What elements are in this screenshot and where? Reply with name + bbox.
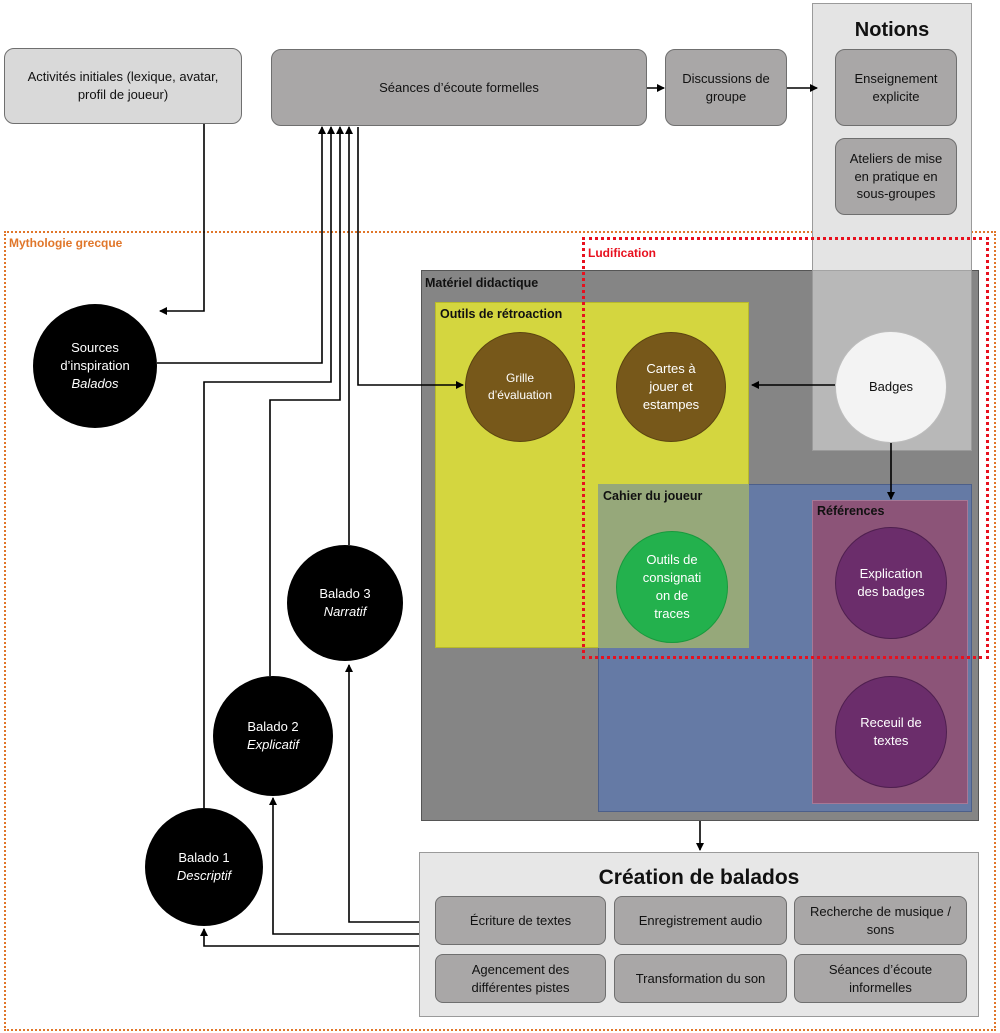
outils-line3: on de (655, 588, 689, 603)
balado-1-circle: Balado 1 Descriptif (145, 808, 263, 926)
grille-line2: d’évaluation (487, 388, 553, 402)
outils-line2: consignati (642, 569, 702, 585)
receuil-textes-circle: Receuil de textes (835, 676, 947, 788)
outils-consignation-circle: Outils de consignati on de traces (616, 531, 728, 643)
cartes-line3: estampes (642, 397, 700, 413)
cahier-du-joueur-label: Cahier du joueur (603, 489, 703, 503)
creation-balados-title: Création de balados (598, 866, 800, 889)
explication-line2: des badges (857, 584, 925, 599)
cartes-a-jouer-circle: Cartes à jouer et estampes (616, 332, 726, 442)
grille-evaluation-circle: Grille d’évaluation (465, 332, 575, 442)
explication-badges-circle: Explication des badges (835, 527, 947, 639)
materiel-didactique-label: Matériel didactique (425, 276, 539, 290)
notions-item-ateliers: Ateliers de mise en pratique en sous-gro… (835, 138, 957, 215)
ludification-label: Ludification (588, 246, 656, 260)
balado1-title: Balado 1 (178, 849, 230, 865)
badges-label: Badges (868, 378, 914, 394)
balado1-type: Descriptif (176, 868, 232, 883)
sources-inspiration-circle: Sources d’inspiration Balados (33, 304, 157, 428)
mythology-region-label: Mythologie grecque (9, 236, 123, 250)
cartes-line2: jouer et (649, 378, 693, 394)
references-label: Références (817, 504, 885, 518)
cartes-line1: Cartes à (646, 360, 696, 376)
balado2-title: Balado 2 (247, 718, 299, 734)
seances-ecoute-formelles-box: Séances d’écoute formelles (271, 49, 647, 126)
activites-initiales-box: Activités initiales (lexique, avatar, pr… (4, 48, 242, 124)
discussions-de-groupe-box: Discussions de groupe (665, 49, 787, 126)
creation-item-recherche: Recherche de musique / sons (794, 896, 967, 945)
balado2-type: Explicatif (246, 737, 300, 752)
outils-line1: Outils de (646, 551, 698, 567)
notions-item-enseignement: Enseignement explicite (835, 49, 957, 126)
ludification-region (582, 237, 989, 659)
balado3-type: Narratif (323, 604, 367, 619)
sources-line2: d’inspiration (60, 357, 130, 373)
creation-item-enregistrement: Enregistrement audio (614, 896, 787, 945)
sources-line1: Sources (71, 339, 119, 355)
balado-2-circle: Balado 2 Explicatif (213, 676, 333, 796)
outils-retroaction-label: Outils de rétroaction (440, 307, 563, 321)
notions-title: Notions (854, 19, 930, 41)
creation-item-ecoute-informelles: Séances d’écoute informelles (794, 954, 967, 1003)
outils-line4: traces (654, 606, 690, 622)
balado3-title: Balado 3 (319, 585, 371, 601)
creation-item-ecriture: Écriture de textes (435, 896, 606, 945)
creation-item-agencement: Agencement des différentes pistes (435, 954, 606, 1003)
receuil-line1: Receuil de (860, 714, 922, 730)
mythology-region (4, 231, 996, 1031)
explication-line1: Explication (859, 565, 923, 581)
balado-3-circle: Balado 3 Narratif (287, 545, 403, 661)
creation-item-transformation: Transformation du son (614, 954, 787, 1003)
grille-line1: Grille (505, 371, 534, 386)
receuil-line2: textes (873, 733, 909, 748)
sources-line3: Balados (71, 376, 119, 392)
badges-circle: Badges (835, 331, 947, 443)
